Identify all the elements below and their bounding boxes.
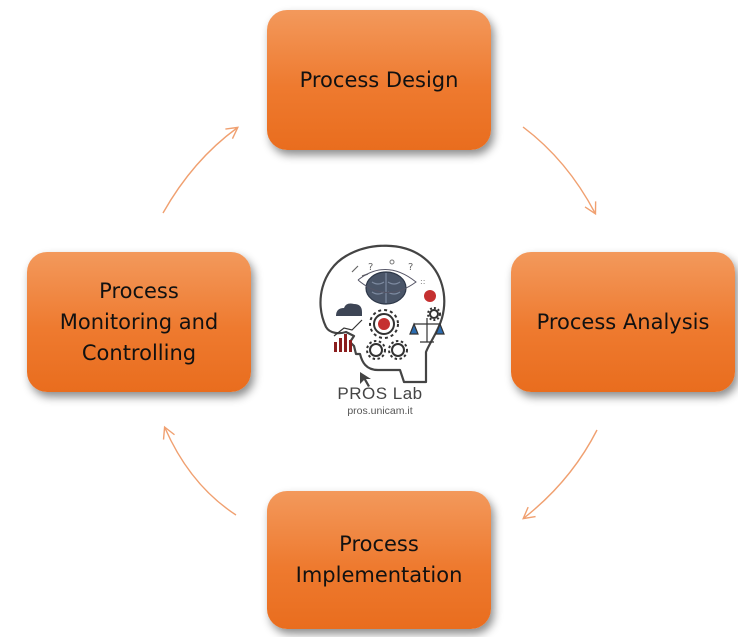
svg-text:::: :: — [420, 277, 425, 286]
head-with-brain-and-gears-icon: ? ? :: — [319, 244, 446, 387]
process-analysis-label: Process Analysis — [536, 309, 710, 334]
svg-text:?: ? — [368, 262, 373, 273]
process-implementation-label: Process Implementation — [295, 532, 463, 587]
logo-title: PROS Lab — [337, 384, 423, 403]
arrow-design-to-analysis — [522, 126, 597, 216]
process-analysis-node: Process Analysis — [511, 252, 735, 392]
arrow-implementation-to-monitoring — [162, 425, 237, 516]
arrow-monitoring-to-design — [162, 126, 239, 214]
process-monitoring-node: Process Monitoring and Controlling — [27, 252, 251, 392]
process-design-label: Process Design — [299, 67, 459, 92]
process-design-node: Process Design — [267, 10, 491, 150]
process-monitoring-label: Process Monitoring and Controlling — [59, 278, 219, 365]
logo-url: pros.unicam.it — [347, 405, 413, 417]
process-implementation-node: Process Implementation — [267, 491, 491, 629]
svg-text:?: ? — [408, 262, 413, 273]
arrow-analysis-to-implementation — [522, 429, 598, 520]
brain-icon — [357, 269, 417, 305]
